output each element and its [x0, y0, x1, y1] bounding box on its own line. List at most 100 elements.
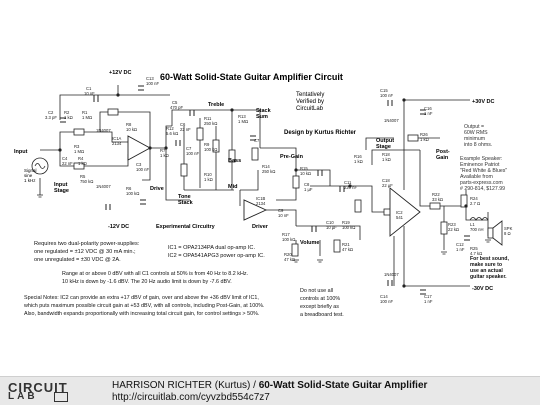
- svg-text:C5: C5: [172, 100, 178, 105]
- speaker-symbol: [487, 220, 503, 246]
- svg-text:100 nF: 100 nF: [136, 167, 149, 172]
- svg-text:Stage: Stage: [376, 144, 391, 150]
- sine-glyph: [34, 163, 46, 169]
- svg-text:except briefly as: except briefly as: [300, 304, 339, 310]
- stage-labels: Input Input Stage Drive Tone Stack Trebl…: [14, 102, 450, 246]
- svg-text:R19: R19: [342, 220, 350, 225]
- svg-text:10 nF: 10 nF: [278, 213, 289, 218]
- footer-bar: [0, 376, 540, 405]
- credit-block: Tentatively Verified by CircuitLab: [296, 92, 324, 112]
- svg-text:which puts maximum possible ci: which puts maximum possible circuit gain…: [23, 303, 265, 309]
- svg-text:470 pF: 470 pF: [170, 105, 183, 110]
- svg-text:1 MΩ: 1 MΩ: [238, 119, 248, 124]
- svg-text:"Red White & Blues": "Red White & Blues": [460, 168, 507, 174]
- schematic-title: 60-Watt Solid-State Guitar Amplifier Cir…: [160, 72, 343, 82]
- svg-text:R6: R6: [126, 186, 132, 191]
- svg-text:C7: C7: [254, 138, 260, 143]
- svg-text:22 nF: 22 nF: [62, 161, 73, 166]
- footer-circuit-title[interactable]: 60-Watt Solid-State Guitar Amplifier: [258, 380, 428, 391]
- capacitor-symbols: [60, 85, 470, 295]
- svg-text:1N4007: 1N4007: [96, 128, 111, 133]
- svg-text:1 kΩ: 1 kΩ: [382, 157, 391, 162]
- svg-text:1 kΩ: 1 kΩ: [64, 115, 73, 120]
- svg-text:250 kΩ: 250 kΩ: [204, 121, 217, 126]
- footer-author: HARRISON RICHTER (Kurtus) /: [112, 380, 256, 391]
- svg-text:Stack: Stack: [256, 108, 272, 114]
- ic-notes: IC1 = OPA2134PA dual op-amp IC. IC2 = OP…: [168, 245, 265, 259]
- svg-text:2134: 2134: [112, 141, 122, 146]
- footer-title: HARRISON RICHTER (Kurtus) / 60-Watt Soli…: [112, 380, 427, 391]
- svg-text:a breadboard test.: a breadboard test.: [300, 312, 344, 318]
- svg-text:C12: C12: [456, 242, 464, 247]
- inductor-symbol: [469, 217, 489, 221]
- svg-text:Verified by: Verified by: [296, 99, 324, 105]
- svg-text:Sum: Sum: [256, 114, 268, 120]
- svg-text:33 kΩ: 33 kΩ: [432, 197, 443, 202]
- mid-label: Mid: [228, 184, 237, 190]
- svg-text:into 8 ohms.: into 8 ohms.: [464, 142, 492, 148]
- input-label: Input: [14, 149, 28, 155]
- svg-text:47 kΩ: 47 kΩ: [284, 257, 295, 262]
- svg-text:Eminence Patriot: Eminence Patriot: [460, 162, 500, 168]
- svg-text:R22: R22: [432, 192, 440, 197]
- rail-right-pos: +30V DC: [472, 99, 494, 105]
- svg-text:100 nF: 100 nF: [186, 151, 199, 156]
- svg-text:10 nF: 10 nF: [84, 91, 95, 96]
- svg-text:1 nF: 1 nF: [424, 299, 433, 304]
- svg-text:C9: C9: [278, 208, 284, 213]
- op-amp-symbols: [127, 135, 421, 237]
- svg-text:10 kHz is down by -1.6 dBV. Th: 10 kHz is down by -1.6 dBV. The 20 Hz au…: [62, 279, 232, 285]
- svg-text:1N4007: 1N4007: [96, 184, 111, 189]
- svg-text:1 kΩ: 1 kΩ: [420, 137, 429, 142]
- svg-text:1 µF: 1 µF: [304, 187, 313, 192]
- svg-text:guitar speaker.: guitar speaker.: [470, 274, 507, 280]
- svg-text:1N4007: 1N4007: [384, 272, 399, 277]
- svg-text:10 µF: 10 µF: [326, 225, 337, 230]
- svg-text:Also, bandwidth expands propor: Also, bandwidth expands proportionally w…: [24, 311, 259, 317]
- svg-text:Example Speaker:: Example Speaker:: [460, 156, 502, 162]
- svg-text:1 kHz: 1 kHz: [24, 178, 36, 183]
- svg-text:2134: 2134: [256, 201, 266, 206]
- svg-text:Tentatively: Tentatively: [296, 92, 324, 98]
- svg-text:Requires two dual-polarity pow: Requires two dual-polarity power-supplie…: [34, 241, 140, 247]
- svg-text:R16: R16: [354, 154, 362, 159]
- wires: [39, 85, 489, 287]
- circuitlab-logo[interactable]: CIRCUIT LAB: [8, 380, 68, 402]
- svg-text:For best sound,: For best sound,: [470, 256, 509, 262]
- svg-text:100 kΩ: 100 kΩ: [342, 225, 355, 230]
- svg-text:60W RMS: 60W RMS: [464, 130, 488, 136]
- footer-url[interactable]: http://circuitlab.com/cyvzbd554c7z7: [112, 392, 270, 403]
- logo-mark-icon: [54, 392, 68, 402]
- svg-text:R25: R25: [470, 246, 478, 251]
- svg-text:R15: R15: [300, 166, 308, 171]
- pre-gain-label: Pre-Gain: [280, 154, 304, 160]
- svg-text:R20: R20: [284, 252, 292, 257]
- svg-text:541: 541: [396, 215, 404, 220]
- svg-text:Tone: Tone: [178, 194, 191, 200]
- svg-text:R3: R3: [74, 144, 80, 149]
- svg-text:Output: Output: [376, 138, 394, 144]
- svg-text:CircuitLab: CircuitLab: [296, 106, 324, 112]
- svg-text:100 kΩ: 100 kΩ: [126, 191, 139, 196]
- svg-text:R1: R1: [82, 110, 88, 115]
- svg-text:R24: R24: [470, 196, 478, 201]
- rail-right-neg: -30V DC: [472, 286, 493, 292]
- svg-text:1 kΩ: 1 kΩ: [354, 159, 363, 164]
- svg-text:IC2 = OPA541APG3 power op-amp: IC2 = OPA541APG3 power op-amp IC.: [168, 253, 265, 259]
- sound-note: For best sound, make sure to use an actu…: [470, 256, 509, 280]
- svg-text:R17: R17: [282, 232, 290, 237]
- svg-text:C3: C3: [136, 162, 142, 167]
- rail-top-pos: +12V DC: [109, 70, 131, 76]
- svg-text:22 kΩ: 22 kΩ: [448, 227, 459, 232]
- svg-text:IC2: IC2: [396, 210, 403, 215]
- svg-text:# 290-814, $127.99: # 290-814, $127.99: [460, 186, 505, 192]
- drive-label: Drive: [150, 186, 164, 192]
- volume-warning: Do not use all controls at 100% except b…: [300, 288, 344, 318]
- svg-text:C1: C1: [86, 86, 92, 91]
- rail-bot-neg: -12V DC: [108, 224, 129, 230]
- resistor-symbols: [73, 108, 468, 257]
- svg-text:100 nF: 100 nF: [146, 81, 159, 86]
- svg-text:R12: R12: [166, 126, 174, 131]
- svg-text:C8: C8: [304, 182, 310, 187]
